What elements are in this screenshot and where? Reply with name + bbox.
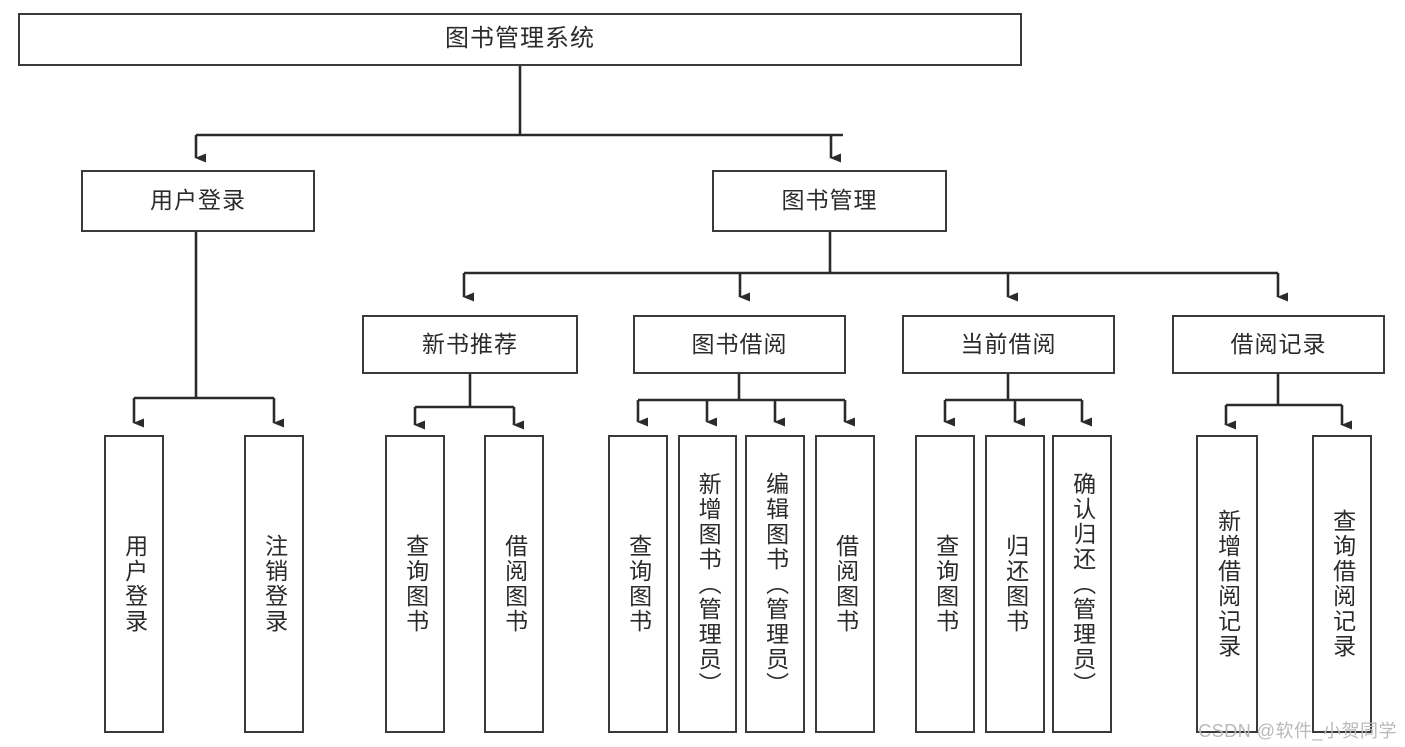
node-label: 新书推荐 [422,330,518,357]
node-label: 归还图书 [1002,534,1029,634]
leaf-user-login-signout[interactable]: 注销登录 [244,435,304,733]
node-label: 当前借阅 [960,330,1057,357]
leaf-current-return-book[interactable]: 归还图书 [985,435,1045,733]
leaf-current-query-book[interactable]: 查询图书 [915,435,975,733]
node-user-login[interactable]: 用户登录 [81,170,315,232]
node-label: 图书借阅 [691,330,788,357]
leaf-current-confirm-return-admin[interactable]: 确认归还（管理员） [1052,435,1112,733]
leaf-recommend-borrow-book[interactable]: 借阅图书 [484,435,544,733]
node-label: 图书管理系统 [445,25,595,53]
node-label: 用户登录 [150,187,246,214]
node-label: 借阅图书 [501,534,528,634]
node-label: 查询图书 [402,534,429,634]
csdn-watermark: CSDN @软件_小贺同学 [1198,721,1397,741]
node-label: 用户登录 [121,534,148,634]
node-label: 注销登录 [261,534,288,634]
node-label: 图书管理 [781,187,878,214]
node-label: 新增借阅记录 [1214,509,1241,659]
node-label: 借阅记录 [1230,330,1327,357]
node-new-book-recommend[interactable]: 新书推荐 [362,315,578,374]
node-label: 编辑图书（管理员） [762,471,789,697]
node-label: 借阅图书 [832,534,859,634]
leaf-record-query-record[interactable]: 查询借阅记录 [1312,435,1372,733]
leaf-record-add-record[interactable]: 新增借阅记录 [1196,435,1258,733]
leaf-borrow-add-book-admin[interactable]: 新增图书（管理员） [678,435,737,733]
node-book-management[interactable]: 图书管理 [712,170,947,232]
node-book-borrow[interactable]: 图书借阅 [633,315,846,374]
node-label: 查询图书 [932,534,959,634]
leaf-recommend-query-book[interactable]: 查询图书 [385,435,445,733]
leaf-borrow-query-book[interactable]: 查询图书 [608,435,668,733]
leaf-borrow-borrow-book[interactable]: 借阅图书 [815,435,875,733]
node-label: 查询图书 [625,534,652,634]
leaf-user-login-signin[interactable]: 用户登录 [104,435,164,733]
node-current-borrow[interactable]: 当前借阅 [902,315,1115,374]
node-label: 确认归还（管理员） [1069,471,1096,697]
node-label: 查询借阅记录 [1329,509,1356,659]
node-borrow-record[interactable]: 借阅记录 [1172,315,1385,374]
leaf-borrow-edit-book-admin[interactable]: 编辑图书（管理员） [745,435,805,733]
node-label: 新增图书（管理员） [695,471,722,697]
node-root-system[interactable]: 图书管理系统 [18,13,1022,66]
